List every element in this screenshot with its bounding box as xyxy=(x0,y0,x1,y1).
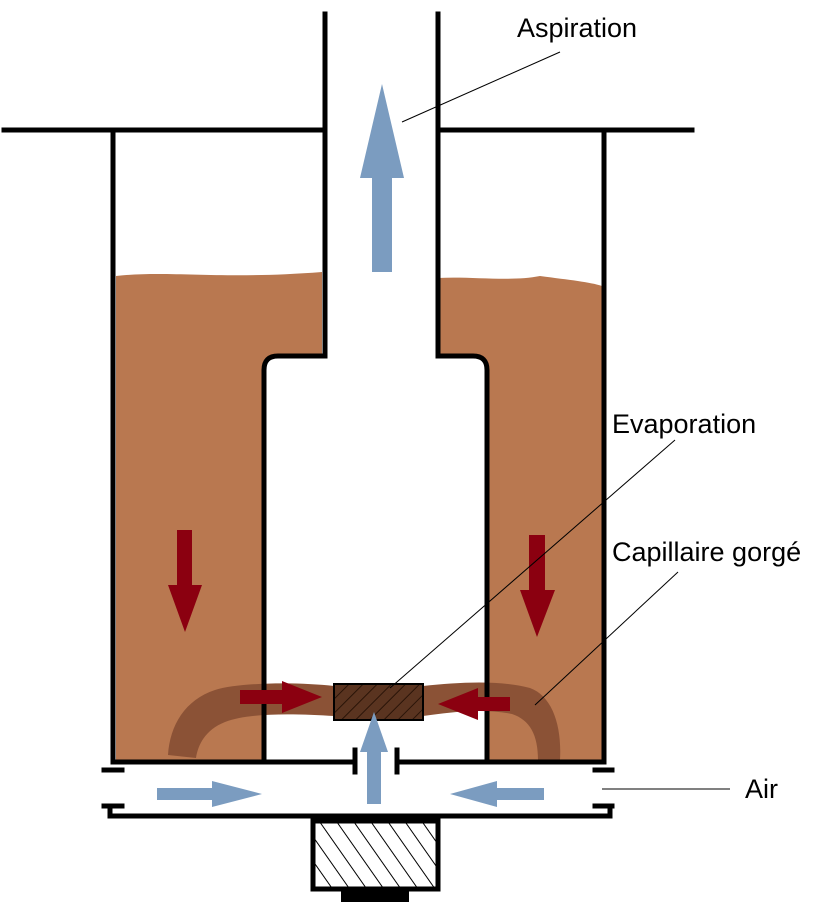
liquid-down-right-arrow xyxy=(520,535,555,637)
walls xyxy=(1,11,695,819)
connector-pin xyxy=(341,889,409,902)
air-inlet-right-arrow xyxy=(450,781,544,807)
liquid-flow-arrows xyxy=(168,530,555,720)
air-flow-arrows xyxy=(157,84,544,807)
air-inlet-left-arrow xyxy=(157,781,262,807)
capillary-leader xyxy=(534,571,679,706)
aspiration-label: Aspiration xyxy=(517,13,637,43)
evaporation-leader xyxy=(389,439,676,689)
liquid-down-left-arrow xyxy=(168,530,202,632)
evaporation-label: Evaporation xyxy=(612,409,756,439)
aspiration-up-arrow xyxy=(360,84,404,272)
aspiration-leader xyxy=(401,51,561,123)
liquid-in-left-arrow xyxy=(240,681,322,713)
capillary-label: Capillaire gorgé xyxy=(612,537,801,567)
liquid-left xyxy=(116,272,322,760)
leader-lines xyxy=(389,51,730,790)
liquid-right xyxy=(438,276,602,760)
heating-coil xyxy=(333,683,424,721)
thread-connector xyxy=(310,818,441,892)
air-label: Air xyxy=(745,774,778,804)
air-inlet-center-up-arrow xyxy=(360,712,388,804)
liquid-in-right-arrow xyxy=(438,688,510,720)
